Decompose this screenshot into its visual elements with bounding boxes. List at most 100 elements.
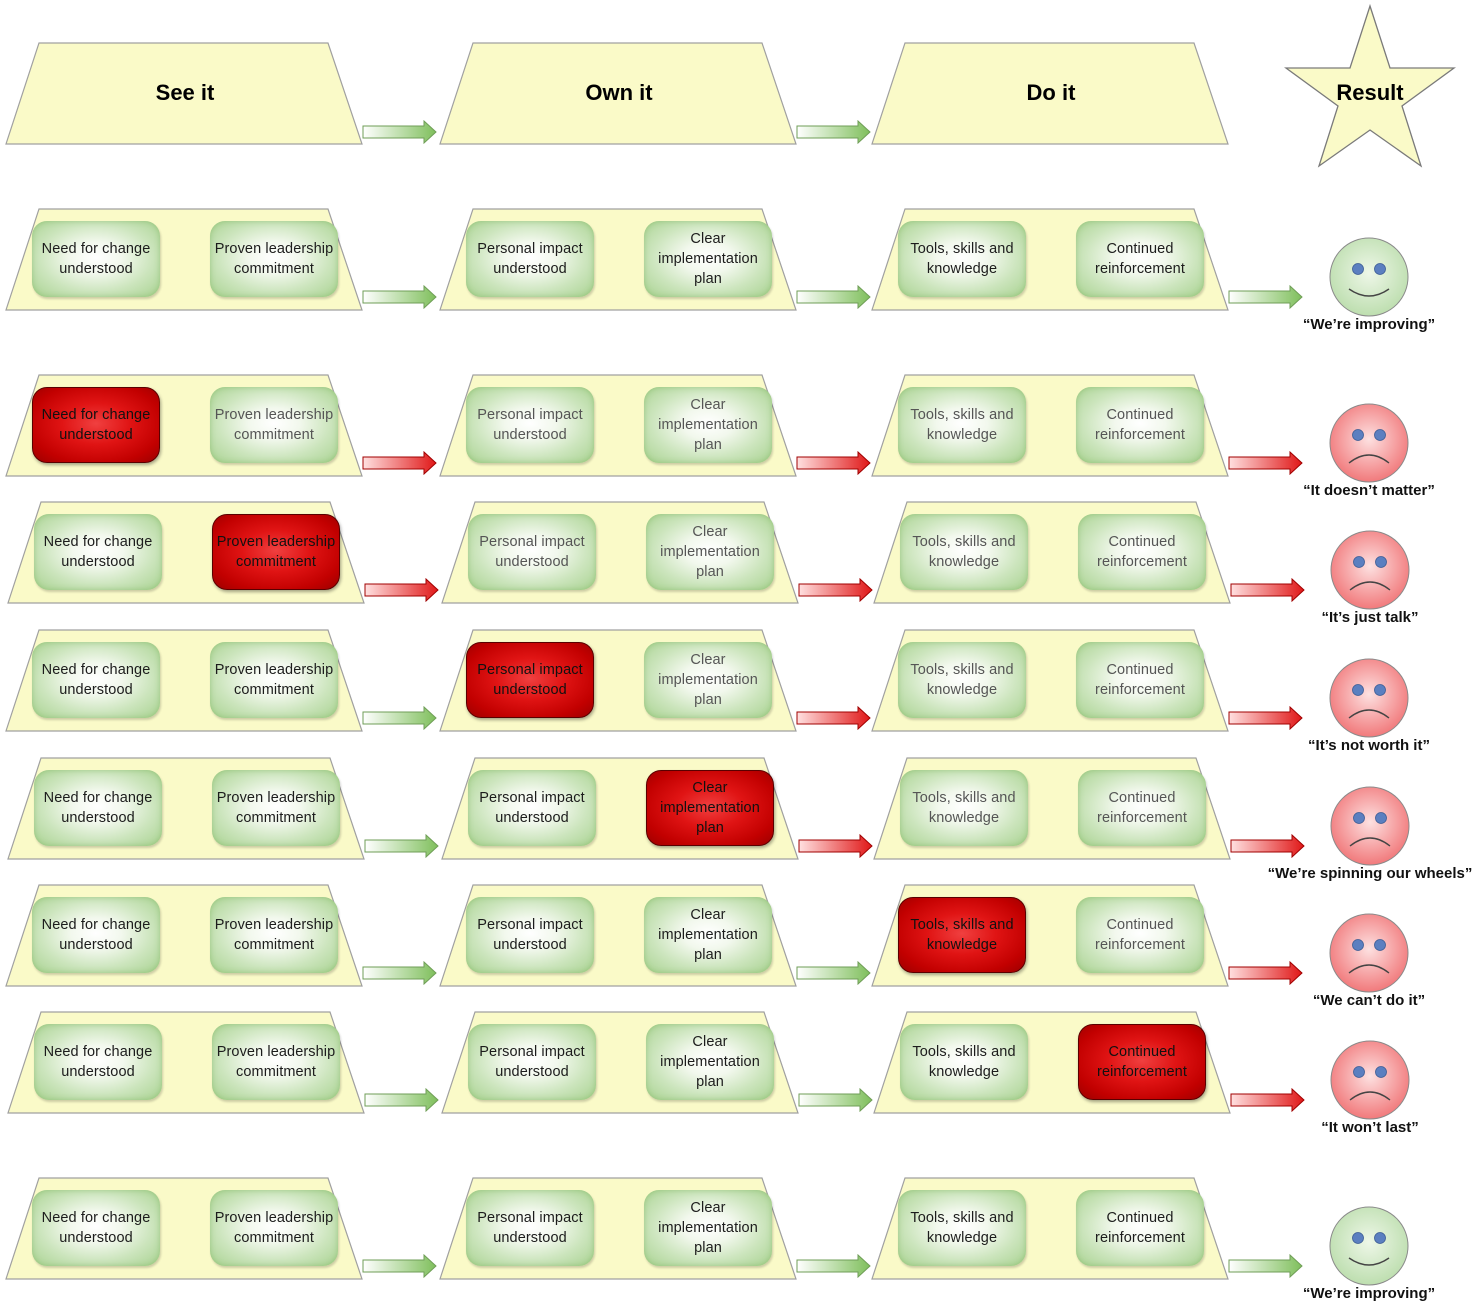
frown-face-icon bbox=[1330, 1040, 1410, 1120]
stage-box: Tools, skills and knowledge Continued rei… bbox=[873, 757, 1233, 860]
right-arrow-icon bbox=[1230, 834, 1305, 858]
right-arrow-icon bbox=[1228, 285, 1303, 309]
right-arrow-icon bbox=[364, 1088, 439, 1112]
element-box: Tools, skills and knowledge bbox=[898, 642, 1026, 718]
element-box-failed: Need for change understood bbox=[32, 387, 160, 463]
right-arrow-icon bbox=[1230, 1088, 1305, 1112]
element-box: Personal impact understood bbox=[468, 770, 596, 846]
star-icon bbox=[1284, 3, 1456, 168]
element-box-failed: Proven leadership commitment bbox=[212, 514, 340, 590]
frown-face-icon bbox=[1330, 786, 1410, 866]
stage-box: Need for change understood Proven leaders… bbox=[5, 374, 365, 477]
result-quote: “We’re spinning our wheels” bbox=[1267, 865, 1473, 882]
element-box: Clear implementation plan bbox=[646, 514, 774, 590]
element-box: Personal impact understood bbox=[466, 221, 594, 297]
element-box: Clear implementation plan bbox=[644, 221, 772, 297]
result-quote: “We’re improving” bbox=[1302, 1285, 1436, 1302]
header-label: See it bbox=[155, 80, 215, 105]
stage-box: Need for change understood Proven leaders… bbox=[5, 629, 365, 732]
element-box: Proven leadership commitment bbox=[210, 642, 338, 718]
element-box: Clear implementation plan bbox=[644, 897, 772, 973]
element-box: Need for change understood bbox=[34, 770, 162, 846]
right-arrow-icon bbox=[798, 1088, 873, 1112]
element-box-failed: Continued reinforcement bbox=[1078, 1024, 1206, 1100]
element-box: Proven leadership commitment bbox=[210, 387, 338, 463]
right-arrow-icon bbox=[362, 451, 437, 475]
result-quote: “We can’t do it” bbox=[1312, 992, 1426, 1009]
right-arrow-icon bbox=[362, 120, 437, 144]
element-box: Clear implementation plan bbox=[644, 1190, 772, 1266]
header-see-it: See it bbox=[5, 42, 365, 146]
element-box-failed: Personal impact understood bbox=[466, 642, 594, 718]
element-box: Clear implementation plan bbox=[644, 387, 772, 463]
right-arrow-icon bbox=[362, 961, 437, 985]
element-box: Clear implementation plan bbox=[646, 1024, 774, 1100]
element-box: Personal impact understood bbox=[468, 514, 596, 590]
element-box-failed: Clear implementation plan bbox=[646, 770, 774, 846]
right-arrow-icon bbox=[364, 834, 439, 858]
result-quote: “We’re improving” bbox=[1302, 316, 1436, 333]
frown-face-icon bbox=[1329, 658, 1409, 738]
stage-box: Tools, skills and knowledge Continued rei… bbox=[873, 501, 1233, 604]
element-box: Continued reinforcement bbox=[1076, 1190, 1204, 1266]
element-box: Personal impact understood bbox=[466, 387, 594, 463]
element-box: Personal impact understood bbox=[468, 1024, 596, 1100]
smiley-face-icon bbox=[1329, 237, 1409, 317]
element-box: Proven leadership commitment bbox=[210, 1190, 338, 1266]
stage-box: Tools, skills and knowledge Continued rei… bbox=[871, 884, 1231, 987]
element-box: Proven leadership commitment bbox=[212, 1024, 340, 1100]
element-box: Tools, skills and knowledge bbox=[900, 770, 1028, 846]
result-quote: “It’s just talk” bbox=[1321, 609, 1419, 626]
frown-face-icon bbox=[1329, 403, 1409, 483]
element-box: Need for change understood bbox=[32, 642, 160, 718]
right-arrow-icon bbox=[1228, 706, 1303, 730]
header-trapezoid-shape bbox=[439, 42, 797, 145]
right-arrow-icon bbox=[796, 706, 871, 730]
right-arrow-icon bbox=[796, 451, 871, 475]
result-quote: “It won’t last” bbox=[1321, 1119, 1419, 1136]
element-box: Tools, skills and knowledge bbox=[900, 1024, 1028, 1100]
element-box: Continued reinforcement bbox=[1076, 897, 1204, 973]
stage-box: Personal impact understood Clear implemen… bbox=[439, 208, 799, 311]
header-own-it: Own it bbox=[439, 42, 799, 146]
stage-box: Need for change understood Proven leaders… bbox=[7, 501, 367, 604]
result-quote: “It’s not worth it” bbox=[1308, 737, 1430, 754]
right-arrow-icon bbox=[796, 961, 871, 985]
element-box: Proven leadership commitment bbox=[212, 770, 340, 846]
right-arrow-icon bbox=[1228, 1254, 1303, 1278]
element-box: Continued reinforcement bbox=[1078, 514, 1206, 590]
right-arrow-icon bbox=[798, 834, 873, 858]
element-box: Tools, skills and knowledge bbox=[898, 221, 1026, 297]
element-box: Need for change understood bbox=[32, 897, 160, 973]
element-box: Personal impact understood bbox=[466, 897, 594, 973]
frown-face-icon bbox=[1330, 530, 1410, 610]
element-box-failed: Tools, skills and knowledge bbox=[898, 897, 1026, 973]
header-trapezoid-shape bbox=[871, 42, 1229, 145]
right-arrow-icon bbox=[1228, 451, 1303, 475]
header-label: Own it bbox=[585, 80, 653, 105]
element-box: Tools, skills and knowledge bbox=[898, 387, 1026, 463]
header-trapezoid-shape bbox=[5, 42, 363, 145]
stage-box: Personal impact understood Clear implemen… bbox=[441, 757, 801, 860]
stage-box: Need for change understood Proven leaders… bbox=[7, 757, 367, 860]
stage-box: Need for change understood Proven leaders… bbox=[5, 1177, 365, 1280]
element-box: Tools, skills and knowledge bbox=[900, 514, 1028, 590]
result-star: Result bbox=[1283, 3, 1457, 168]
element-box: Need for change understood bbox=[34, 514, 162, 590]
element-box: Need for change understood bbox=[32, 1190, 160, 1266]
stage-box: Personal impact understood Clear implemen… bbox=[439, 374, 799, 477]
stage-box: Tools, skills and knowledge Continued rei… bbox=[873, 1011, 1233, 1114]
element-box: Continued reinforcement bbox=[1076, 221, 1204, 297]
result-quote: “It doesn’t matter” bbox=[1303, 482, 1435, 499]
header-do-it: Do it bbox=[871, 42, 1231, 146]
stage-box: Personal impact understood Clear implemen… bbox=[439, 884, 799, 987]
element-box: Continued reinforcement bbox=[1078, 770, 1206, 846]
right-arrow-icon bbox=[796, 285, 871, 309]
